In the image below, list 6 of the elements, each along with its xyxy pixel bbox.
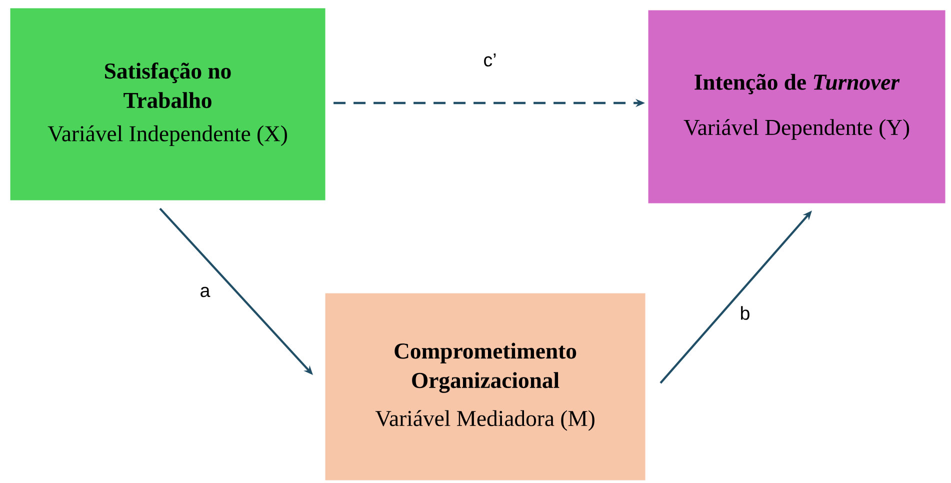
variable-box: Comprometimento Organizacional Variável Mediadora (M) bbox=[325, 293, 646, 480]
edge-label: c’ bbox=[484, 54, 496, 67]
variable-box: Intenção de Turnover Variável Dependente (Y) bbox=[648, 10, 946, 204]
edge-label: b bbox=[741, 306, 750, 320]
edge-label: a bbox=[200, 286, 210, 298]
variable-box: Satisfação no Trabalho Variável Independente (X) bbox=[10, 8, 326, 200]
